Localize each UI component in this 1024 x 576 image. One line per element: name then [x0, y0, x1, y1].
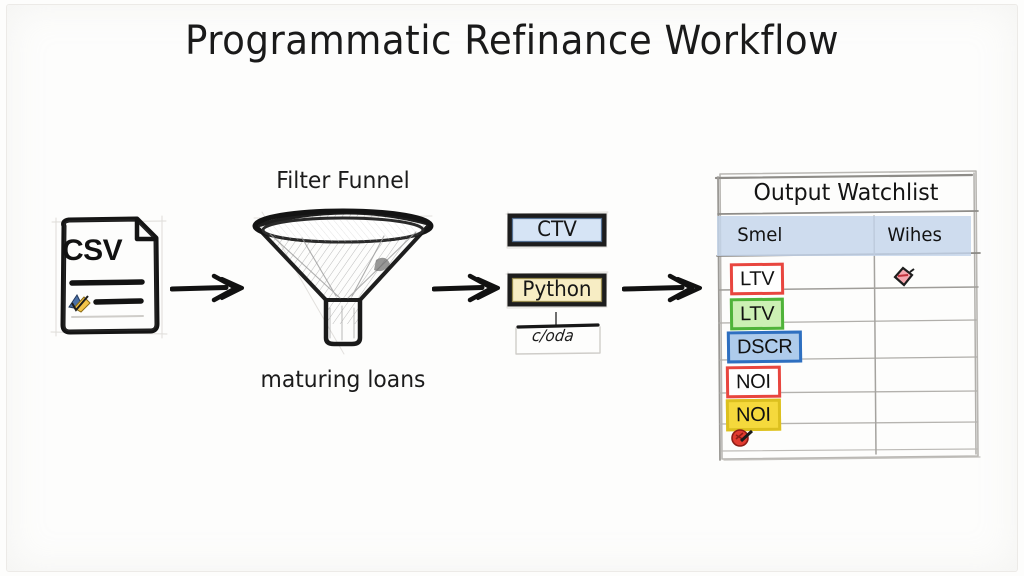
chip-python-label: Python	[522, 277, 592, 301]
chip-ctv-label: CTV	[537, 217, 577, 241]
code-caption: c/oda	[530, 326, 576, 345]
table-row[interactable]: LTV	[729, 262, 785, 296]
csv-file-icon	[50, 215, 168, 339]
arrow-code-to-table	[622, 273, 702, 303]
page-title: Programmatic Refinance Workflow	[184, 18, 840, 64]
watchlist-header-fill	[717, 216, 971, 256]
watchlist-title: Output Watchlist	[753, 180, 939, 206]
metric-badge-label: NOI	[735, 370, 771, 394]
csv-file-node[interactable]: CSV	[48, 212, 170, 340]
column-header-1: Wihes	[887, 224, 942, 246]
metric-badge-label: NOI	[735, 403, 771, 427]
chip-python[interactable]: Python	[504, 270, 610, 310]
code-caption-frame	[515, 312, 601, 355]
arrow-funnel-to-code	[432, 273, 500, 303]
funnel-bottom-label: maturing loans	[260, 367, 426, 393]
code-stack-node[interactable]: CTV Python c/oda	[498, 208, 620, 364]
chart-book-icon	[68, 294, 91, 313]
csv-label: CSV	[62, 234, 123, 267]
chip-ctv-frame	[505, 211, 609, 249]
pink-diamond-icon	[893, 266, 915, 287]
metric-badge-label: DSCR	[736, 335, 793, 359]
chip-python-frame	[505, 271, 609, 309]
funnel-top-label: Filter Funnel	[276, 168, 410, 194]
chip-ctv[interactable]: CTV	[504, 210, 610, 250]
metric-badge-label: LTV	[739, 267, 775, 291]
table-row[interactable]: LTV	[729, 297, 785, 331]
table-row[interactable]: NOI	[725, 365, 781, 399]
output-watchlist-node[interactable]: Output Watchlist Smel Wihes LTV LTV DSCR…	[706, 168, 986, 464]
red-stamp-icon	[731, 429, 754, 447]
column-header-0: Smel	[737, 224, 783, 246]
table-row[interactable]: DSCR	[726, 330, 803, 364]
funnel-icon	[252, 208, 434, 355]
arrow-csv-to-funnel	[170, 273, 244, 303]
filter-funnel-node[interactable]: Filter Funnel	[238, 168, 448, 393]
metric-badge-label: LTV	[739, 302, 775, 326]
